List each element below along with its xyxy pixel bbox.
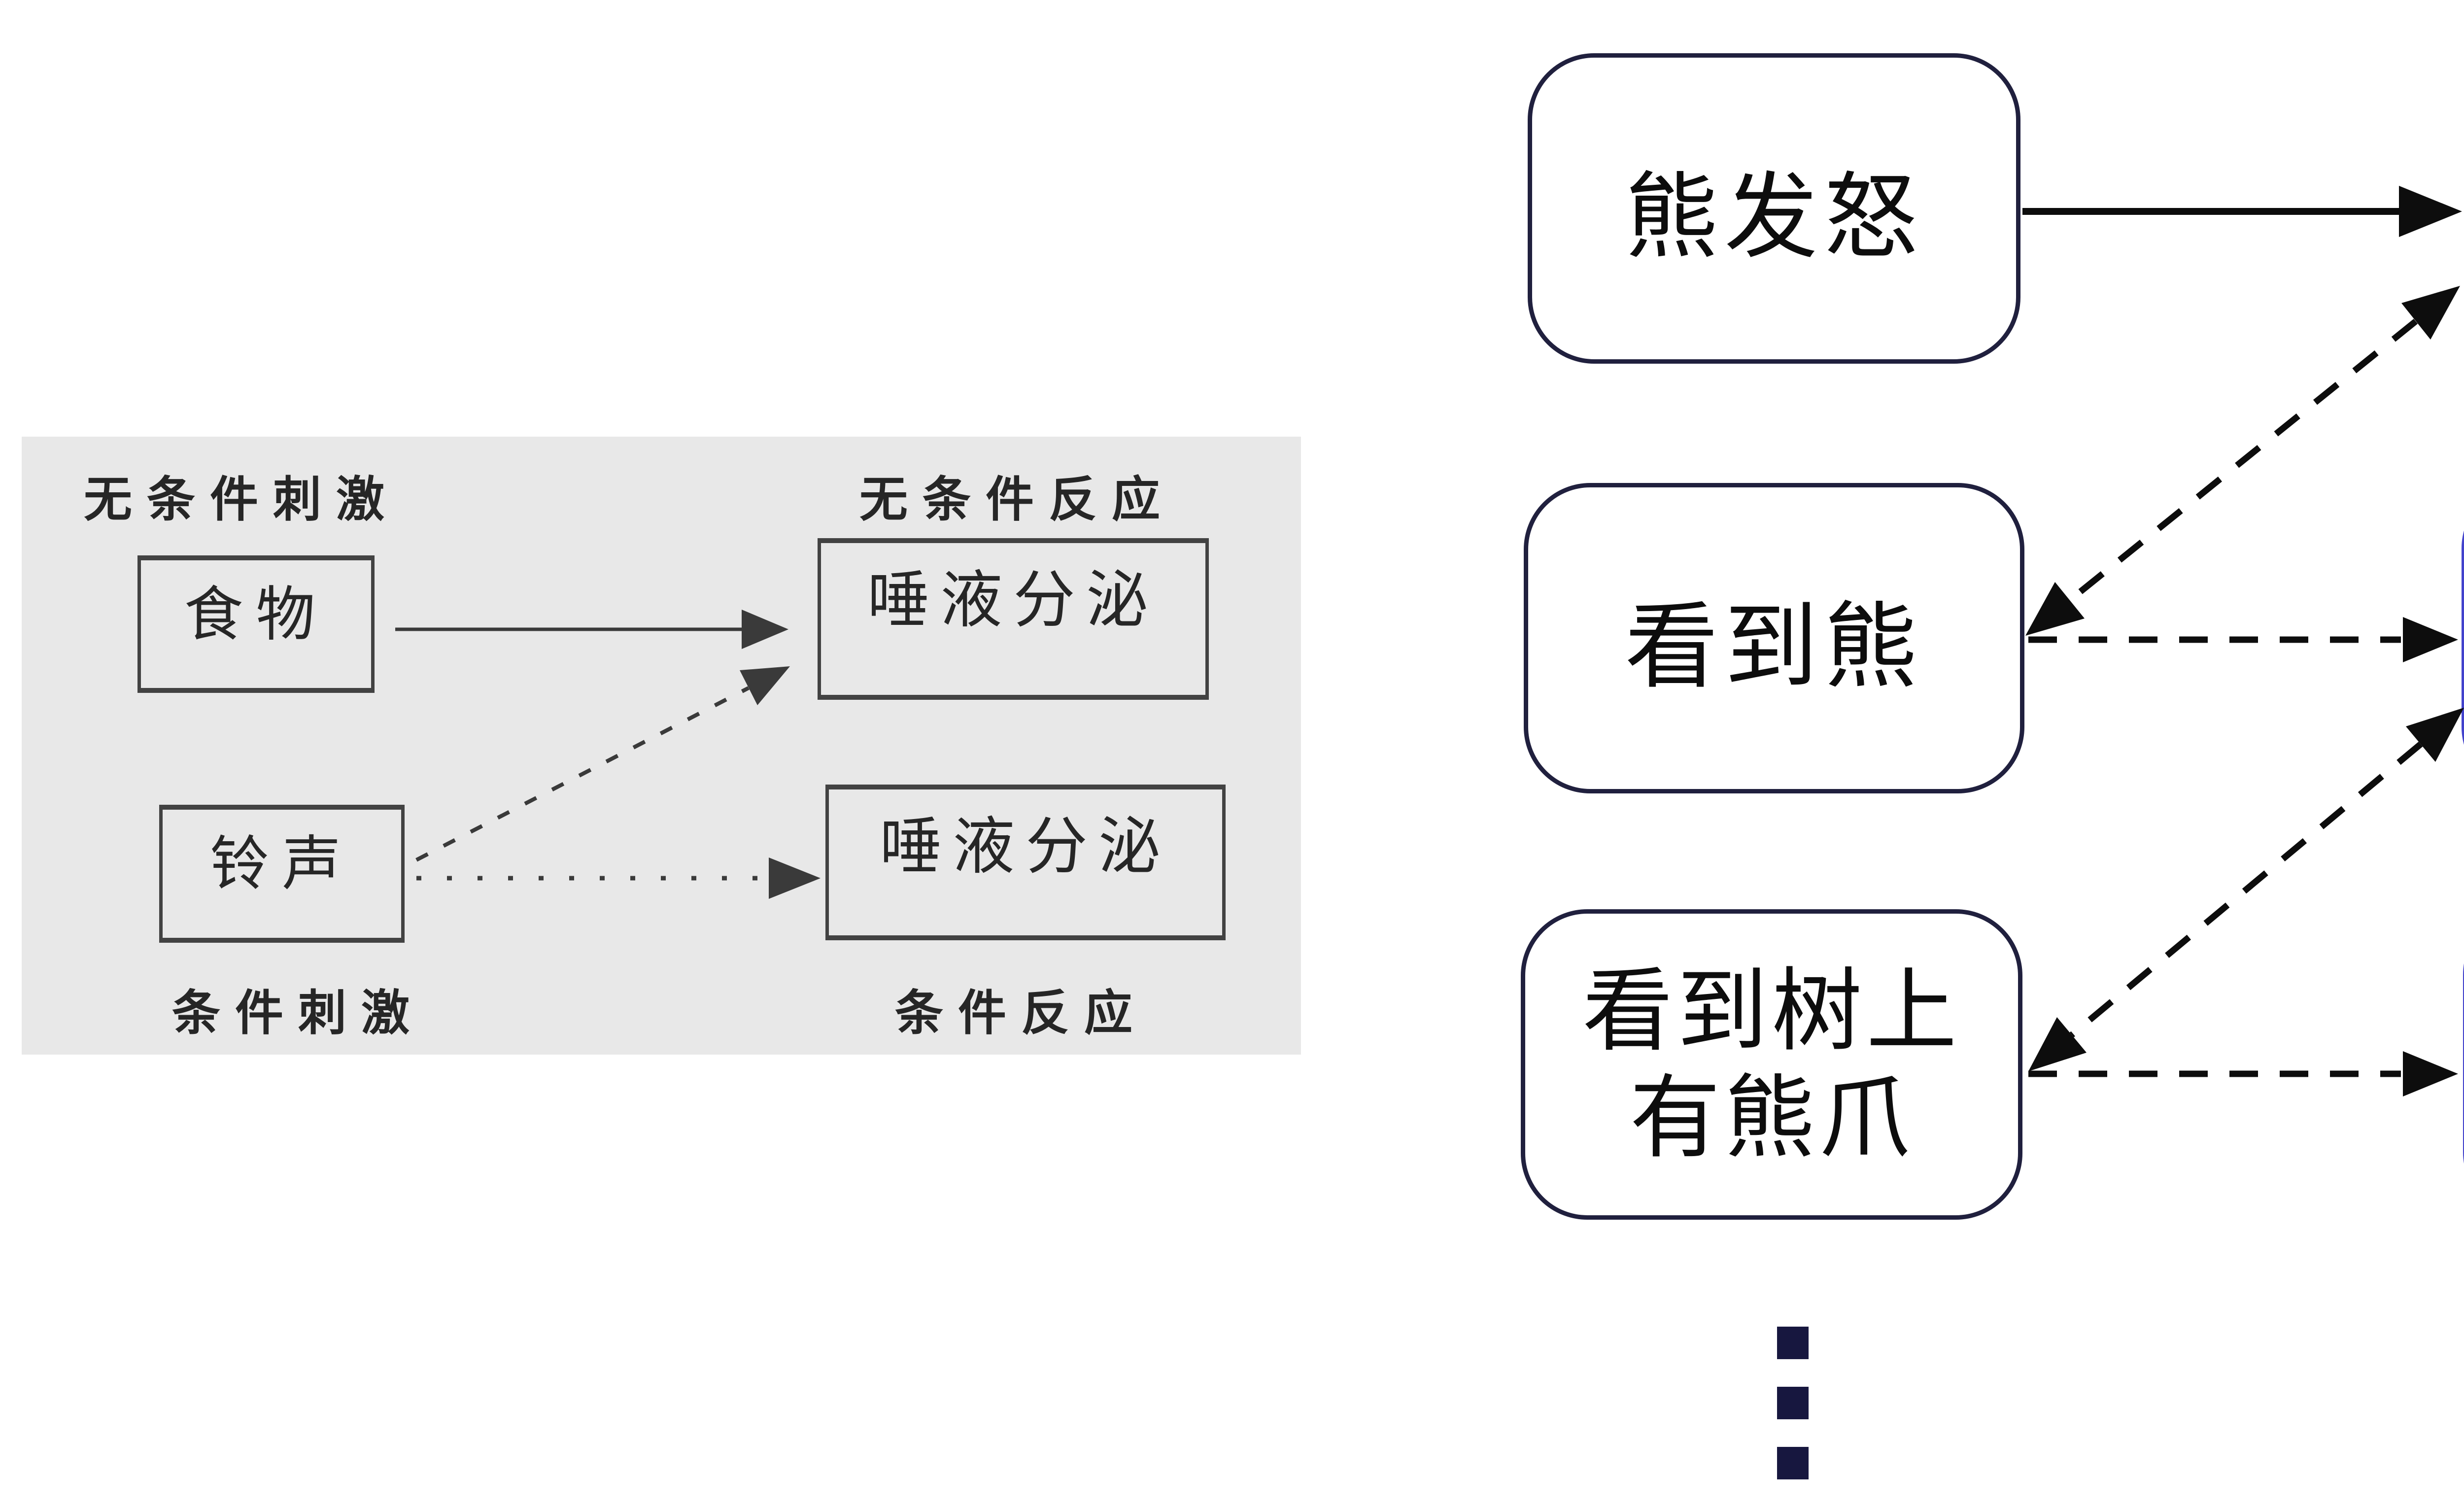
arrow-see-claw-value-next-diagonal-head-upper (2406, 708, 2464, 762)
label-conditioned-response: 条件反应 (895, 986, 1148, 1040)
ellipsis-dot (1777, 1447, 1809, 1479)
ellipsis-states (1777, 1327, 1809, 1507)
arrow-see-bear-reward-diagonal-head-lower (2025, 582, 2085, 636)
box-salivation-unconditioned: 唾液分泌 (818, 538, 1209, 700)
node-bear-rage-label: 熊发怒 (1624, 165, 1923, 270)
label-unconditioned-stimulus: 无条件刺激 (84, 472, 400, 526)
box-salivation-conditioned: 唾液分泌 (825, 785, 1226, 940)
label-unconditioned-response: 无条件反应 (859, 472, 1175, 526)
arrow-food-to-salivation-head (742, 610, 788, 649)
box-bell-label: 铃声 (210, 831, 354, 897)
arrow-bell-to-salivation-diagonal-line (415, 686, 750, 862)
node-see-claw-line1: 看到树上 (1582, 959, 1961, 1062)
label-conditioned-stimulus: 条件刺激 (172, 986, 425, 1040)
box-salivation-conditioned-label: 唾液分泌 (880, 812, 1171, 881)
node-see-bear-label: 看到熊 (1624, 594, 1923, 699)
box-salivation-unconditioned-label: 唾液分泌 (867, 565, 1159, 635)
arrow-bell-to-salivation-diagonal-head (740, 666, 790, 705)
arrow-see-bear-reward-diagonal-head-upper (2401, 286, 2460, 340)
node-see-bear: 看到熊 (1524, 483, 2024, 793)
box-food-label: 食物 (184, 582, 328, 648)
node-see-claw-line2: 有熊爪 (1629, 1067, 1914, 1168)
arrow-bell-to-conditioned-salivation-head (769, 857, 821, 899)
arrow-see-bear-to-value-next-head (2403, 617, 2458, 662)
box-food: 食物 (137, 555, 375, 693)
node-see-claw-label: 看到树上 有熊爪 (1582, 958, 1961, 1171)
arrow-see-claw-value-next-diagonal-line (2069, 742, 2423, 1037)
box-bell: 铃声 (159, 805, 405, 943)
classical-conditioning-panel: 无条件刺激 无条件反应 食物 唾液分泌 铃声 唾液分泌 条件刺激 条件反应 (22, 437, 1301, 1055)
arrow-see-claw-value-next-diagonal-head-lower (2028, 1017, 2087, 1071)
node-bear-rage: 熊发怒 (1528, 53, 2020, 364)
arrow-see-claw-to-value-state-head (2403, 1051, 2458, 1096)
ellipsis-dot (1777, 1327, 1809, 1359)
ellipsis-dot (1777, 1387, 1809, 1419)
arrow-see-bear-reward-diagonal-line (2067, 318, 2418, 603)
arrow-bear-rage-to-reward-head (2399, 186, 2462, 237)
node-see-claw: 看到树上 有熊爪 (1521, 909, 2022, 1220)
